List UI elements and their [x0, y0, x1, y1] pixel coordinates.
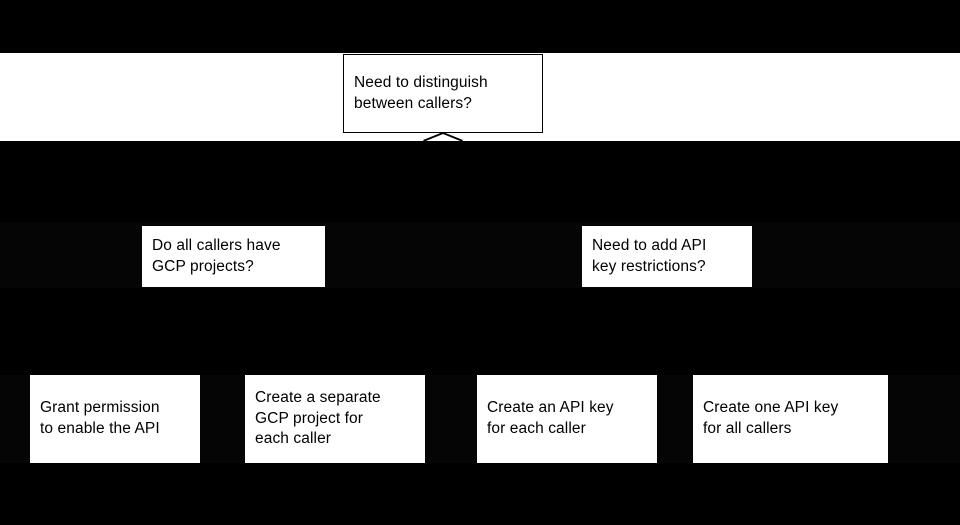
node-label: Grant permission to enable the API — [40, 399, 160, 437]
node-label: Create an API key for each caller — [487, 399, 614, 437]
node-label: Create a separate GCP project for each c… — [255, 389, 381, 448]
node-label: Do all callers have GCP projects? — [152, 236, 281, 275]
node-grant-permission-to-enable-the-api[interactable]: Grant permission to enable the API — [30, 375, 200, 463]
node-need-to-add-api-key-restrictions[interactable]: Need to add API key restrictions? — [582, 226, 752, 287]
node-do-all-callers-have-gcp-projects[interactable]: Do all callers have GCP projects? — [142, 226, 325, 287]
node-label: Create one API key for all callers — [703, 399, 839, 437]
node-label: Need to distinguish between callers? — [354, 73, 488, 112]
node-create-a-separate-gcp-project-for-each-caller[interactable]: Create a separate GCP project for each c… — [245, 375, 425, 463]
node-need-to-distinguish-between-callers[interactable]: Need to distinguish between callers? — [343, 54, 543, 133]
node-label: Need to add API key restrictions? — [592, 236, 707, 275]
node-create-one-api-key-for-all-callers[interactable]: Create one API key for all callers — [693, 375, 888, 463]
node-create-an-api-key-for-each-caller[interactable]: Create an API key for each caller — [477, 375, 657, 463]
